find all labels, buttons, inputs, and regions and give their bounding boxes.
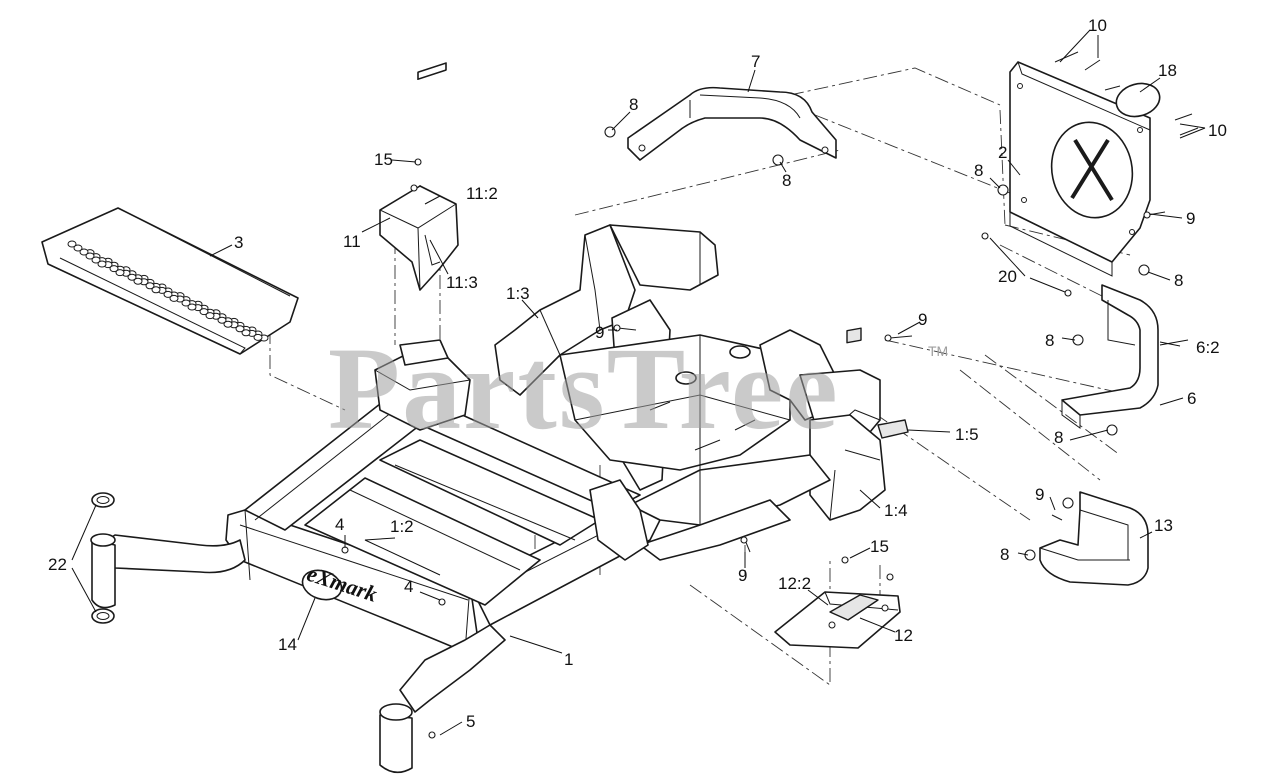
perforation-holes [67, 240, 269, 342]
perforation-hole [151, 286, 161, 294]
plate-part-12 [774, 591, 901, 649]
perforation-hole [217, 316, 227, 324]
perforation-hole [115, 269, 125, 277]
perforation-hole [127, 273, 137, 281]
callout-label: 9 [918, 310, 927, 329]
callout-label: 15 [870, 537, 889, 556]
callout-label: 20 [998, 267, 1017, 286]
callout-label: 8 [974, 161, 983, 180]
callout-label: 8 [1045, 331, 1054, 350]
callout-labels: 10 18 10 7 8 8 15 11:2 11 11:3 3 2 8 9 8… [48, 16, 1227, 731]
main-frame-part-1 [90, 224, 909, 774]
callout-label: 13 [1154, 516, 1173, 535]
perforation-hole [91, 256, 101, 264]
callout-label: 9 [738, 566, 747, 585]
callout-label: 11:2 [466, 184, 498, 203]
callout-label: 4 [404, 577, 413, 596]
perforation-hole [205, 312, 215, 320]
floor-plate-part-3 [41, 207, 299, 355]
callout-label: 4 [335, 515, 344, 534]
shield-part-7 [627, 86, 837, 161]
callout-label: 6:2 [1196, 338, 1220, 357]
callout-label: 1:5 [955, 425, 979, 444]
callout-label: 8 [629, 95, 638, 114]
perforation-hole [253, 333, 263, 341]
watermark-tm: TM [928, 343, 948, 359]
callout-label: 10 [1088, 16, 1107, 35]
perforation-hole [163, 290, 173, 298]
perforation-hole [145, 282, 155, 290]
fasteners [341, 51, 1199, 739]
callout-label: 11:3 [446, 273, 478, 292]
callout-label: 8 [1054, 428, 1063, 447]
callout-label: 1 [564, 650, 573, 669]
callout-label: 2 [998, 143, 1007, 162]
perforation-hole [199, 308, 209, 316]
callout-label: 9 [1186, 209, 1195, 228]
guard-part-13 [1039, 491, 1149, 586]
bumper-part-6 [1061, 284, 1159, 429]
decal-part-18 [1104, 82, 1161, 118]
perforation-hole [97, 260, 107, 268]
perforation-hole [241, 329, 251, 337]
callout-label: 6 [1187, 389, 1196, 408]
callout-label: 8 [1174, 271, 1183, 290]
perforation-hole [73, 244, 83, 252]
callout-label: 18 [1158, 61, 1177, 80]
callout-label: 1:4 [884, 501, 908, 520]
leader-lines [71, 29, 1206, 736]
callout-label: 15 [374, 150, 393, 169]
callout-label: 5 [466, 712, 475, 731]
bracket-part-11 [379, 62, 459, 291]
callout-label: 22 [48, 555, 67, 574]
callout-label: 3 [234, 233, 243, 252]
callout-label: 8 [782, 171, 791, 190]
callout-label: 14 [278, 635, 297, 654]
watermark: PartsTree TM [328, 323, 948, 454]
callout-label: 7 [751, 52, 760, 71]
callout-label: 9 [595, 323, 604, 342]
perforation-hole [235, 325, 245, 333]
watermark-text: PartsTree [328, 323, 840, 454]
callout-label: 10 [1208, 121, 1227, 140]
callout-label: 11 [343, 232, 361, 251]
callout-label: 9 [1035, 485, 1044, 504]
callout-label: 12 [894, 626, 913, 645]
perforation-hole [181, 299, 191, 307]
callout-label: 8 [1000, 545, 1009, 564]
callout-label: 12:2 [778, 574, 811, 593]
perforation-hole [85, 252, 95, 260]
perforation-hole [187, 303, 197, 311]
perforation-hole [133, 277, 143, 285]
perforation-hole [67, 240, 77, 248]
perforation-hole [223, 320, 233, 328]
callout-label: 1:3 [506, 284, 530, 303]
callout-label: 1:2 [390, 517, 414, 536]
perforation-hole [109, 265, 119, 273]
rear-plate-part-2 [1009, 61, 1151, 277]
perforation-hole [169, 294, 179, 302]
perforation-hole [79, 248, 89, 256]
